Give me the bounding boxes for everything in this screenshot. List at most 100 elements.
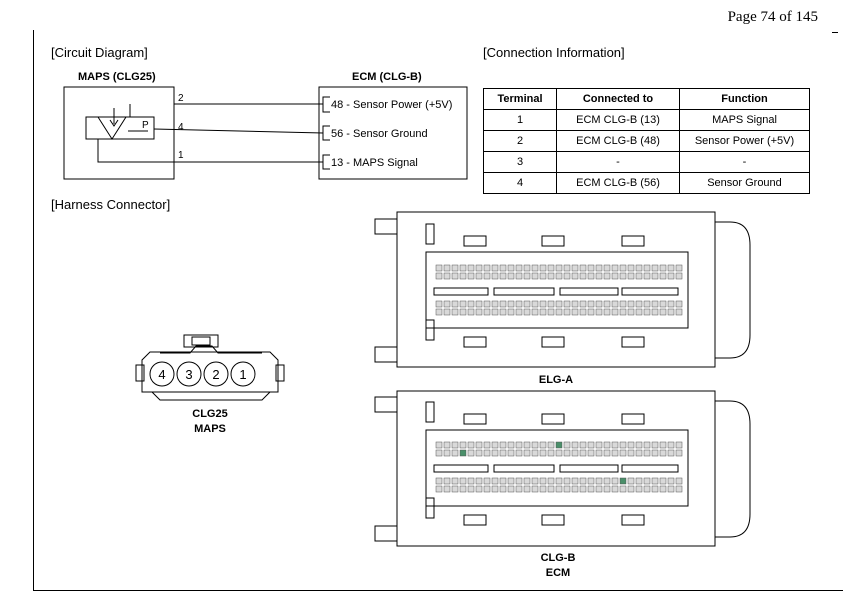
pin-cell <box>619 449 627 457</box>
svg-text:3: 3 <box>185 367 192 382</box>
pin-cell <box>595 441 603 449</box>
pin-cell <box>587 308 595 316</box>
pin-cell <box>643 485 651 493</box>
pin-cell <box>651 264 659 272</box>
pin-cell <box>555 441 563 449</box>
pin-cell <box>451 477 459 485</box>
pin-cell <box>531 308 539 316</box>
pin-cell <box>659 300 667 308</box>
pin-cell <box>659 485 667 493</box>
column-header: Terminal <box>483 88 557 110</box>
pin-cell <box>443 264 451 272</box>
sensor-box <box>63 86 175 180</box>
pin-cell <box>451 264 459 272</box>
table-cell: 4 <box>483 172 557 194</box>
connection-table: Terminal Connected to Function 1 ECM CLG… <box>483 88 810 194</box>
pin-cell <box>555 449 563 457</box>
pin-cell <box>443 485 451 493</box>
pin-cell <box>619 477 627 485</box>
pin-cell <box>603 449 611 457</box>
pin-cell <box>491 449 499 457</box>
pin-cell <box>547 264 555 272</box>
pin-cell <box>483 485 491 493</box>
pin-cell <box>619 308 627 316</box>
pin-cell <box>667 485 675 493</box>
pin-cell <box>603 272 611 280</box>
table-cell: - <box>556 151 680 173</box>
pin-cell <box>667 300 675 308</box>
table-row: 4 ECM CLG-B (56) Sensor Ground <box>483 172 810 194</box>
pin-cell <box>563 272 571 280</box>
pin-cell <box>555 308 563 316</box>
pin-cell <box>459 449 467 457</box>
pin-cell <box>659 264 667 272</box>
pin-cell <box>483 308 491 316</box>
pin-cell <box>635 449 643 457</box>
pin-cell <box>651 485 659 493</box>
pin-cell <box>451 441 459 449</box>
pin-cell <box>507 264 515 272</box>
pin-cell <box>435 308 443 316</box>
pin-cell <box>467 477 475 485</box>
pin-cell <box>643 308 651 316</box>
pin-cell <box>451 272 459 280</box>
pin-cell <box>523 300 531 308</box>
svg-text:4: 4 <box>158 367 165 382</box>
pin-cell <box>515 308 523 316</box>
pin-cell <box>651 300 659 308</box>
pin-cell <box>627 308 635 316</box>
pin-cell <box>667 449 675 457</box>
pin-cell <box>443 449 451 457</box>
pin-cell <box>643 441 651 449</box>
pin-cell <box>651 441 659 449</box>
pin-cell <box>667 272 675 280</box>
pin-cell <box>675 300 683 308</box>
pin-cell <box>515 477 523 485</box>
pin-cell <box>643 272 651 280</box>
table-cell: MAPS Signal <box>679 109 810 131</box>
pin-cell <box>595 449 603 457</box>
pin-cell <box>619 300 627 308</box>
pin-cell <box>531 485 539 493</box>
page-frame-mark <box>832 32 838 33</box>
page-number: Page 74 of 145 <box>727 9 818 25</box>
pin-cell <box>491 441 499 449</box>
pin-cell <box>507 300 515 308</box>
pin-cell <box>675 449 683 457</box>
pin-cell <box>483 477 491 485</box>
pin-cell <box>595 300 603 308</box>
wire-pin-label: 4 <box>178 122 184 133</box>
pin-cell <box>507 449 515 457</box>
pin-cell <box>499 449 507 457</box>
pin-cell <box>603 441 611 449</box>
wire-pin-1 <box>97 139 323 163</box>
pin-cell <box>627 264 635 272</box>
ecm-terminal-text: 13 - MAPS Signal <box>331 157 418 169</box>
pin-cell <box>499 485 507 493</box>
connector-pin: 1 <box>230 361 256 387</box>
pin-cell <box>571 264 579 272</box>
pin-cell <box>531 441 539 449</box>
pin-cell <box>563 449 571 457</box>
pin-cell <box>643 449 651 457</box>
connector-pin: 2 <box>203 361 229 387</box>
sensor-symbol <box>85 116 155 140</box>
pin-cell <box>571 308 579 316</box>
pin-cell <box>603 477 611 485</box>
table-cell: Sensor Ground <box>679 172 810 194</box>
pin-cell <box>611 441 619 449</box>
pin-cell <box>451 308 459 316</box>
pin-cell <box>475 308 483 316</box>
wire-pin-4 <box>153 128 324 134</box>
table-row: 1 ECM CLG-B (13) MAPS Signal <box>483 109 810 131</box>
pin-cell <box>435 300 443 308</box>
pin-cell <box>579 264 587 272</box>
pin-cell <box>635 300 643 308</box>
pin-cell <box>491 300 499 308</box>
pin-cell <box>507 308 515 316</box>
pin-cell <box>507 272 515 280</box>
pin-cell <box>459 300 467 308</box>
pin-cell <box>523 272 531 280</box>
ecm-terminal-text: 48 - Sensor Power (+5V) <box>331 99 452 111</box>
pin-cell <box>611 264 619 272</box>
